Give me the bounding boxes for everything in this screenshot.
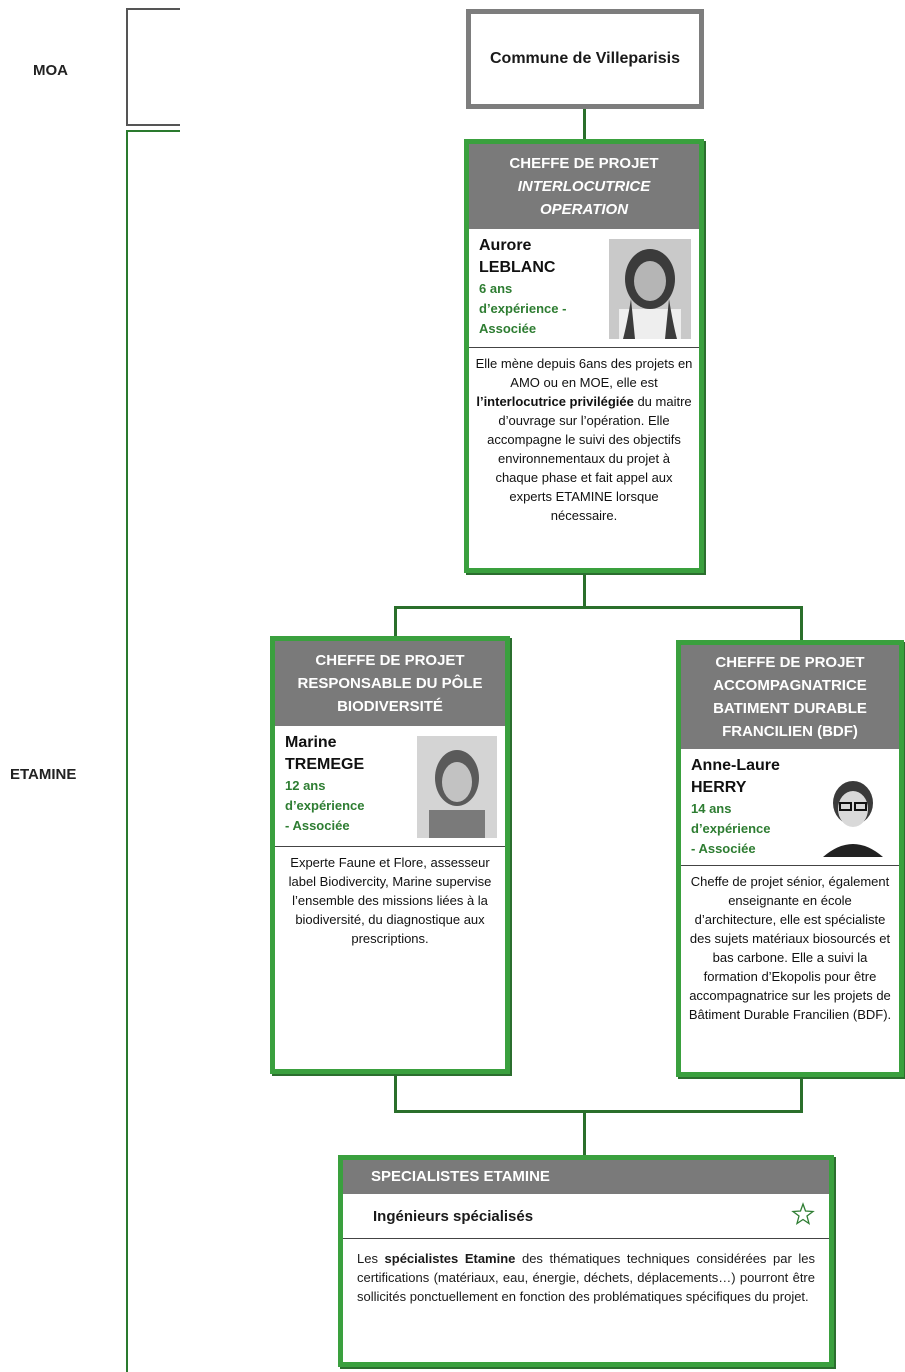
moa-title: Commune de Villeparisis — [490, 50, 680, 67]
card-left-role-3: BIODIVERSITÉ — [337, 698, 443, 715]
card-top-role-2: INTERLOCUTRICE — [517, 178, 651, 195]
card-left-description: Experte Faune et Flore, assesseur label … — [288, 855, 492, 946]
connector-moa-top — [583, 109, 586, 141]
card-top-exp-2: d’expérience - — [479, 301, 567, 316]
card-left-lastname: TREMEGE — [285, 756, 365, 773]
card-right-exp-3: - Associée — [691, 841, 756, 856]
card-left-person: Marine TREMEGE 12 ans d’expérience - Ass… — [275, 726, 505, 847]
card-top-role-3: OPERATION — [539, 201, 629, 218]
moa-bracket — [126, 8, 180, 126]
specialists-description: Les spécialistes Etamine des thématiques… — [343, 1239, 829, 1314]
card-right-portrait — [815, 771, 891, 857]
card-right-role-1: CHEFFE DE PROJET — [715, 654, 865, 671]
moa-label: MOA — [33, 62, 68, 79]
card-right-role-2: ACCOMPAGNATRICE — [713, 677, 867, 694]
specialists-desc-a: Les — [357, 1251, 385, 1266]
etamine-star-icon — [791, 1202, 815, 1230]
card-top-person: Aurore LEBLANC 6 ans d’expérience - Asso… — [469, 229, 699, 348]
specialists-desc-bold: spécialistes Etamine — [384, 1251, 516, 1266]
card-top-exp-3: Associée — [479, 321, 537, 336]
connector-horizontal-upper — [394, 606, 802, 609]
card-right-exp-2: d’expérience — [691, 821, 771, 836]
connector-specialists — [583, 1112, 586, 1156]
specialists-subtitle: Ingénieurs spécialisés — [373, 1207, 534, 1225]
connector-right-up — [800, 1076, 803, 1112]
card-top: CHEFFE DE PROJET INTERLOCUTRICE OPERATIO… — [464, 139, 704, 573]
card-right-role-4: FRANCILIEN (BDF) — [722, 723, 858, 740]
card-left-exp-2: d’expérience — [285, 798, 365, 813]
card-right-description: Cheffe de projet sénior, également ensei… — [688, 874, 892, 1022]
etamine-label: ETAMINE — [10, 766, 77, 783]
card-right-person: Anne-Laure HERRY 14 ans d’expérience - A… — [681, 749, 899, 866]
card-top-desc-c: du maitre d’ouvrage sur l’opération. Ell… — [487, 394, 692, 523]
card-left-firstname: Marine — [285, 734, 337, 751]
card-left-role-1: CHEFFE DE PROJET — [315, 652, 465, 669]
card-right-role-3: BATIMENT DURABLE — [713, 700, 867, 717]
card-left-portrait — [417, 736, 497, 838]
connector-horizontal-lower — [394, 1110, 803, 1113]
card-left: CHEFFE DE PROJET RESPONSABLE DU PÔLE BIO… — [270, 636, 510, 1074]
card-right-lastname: HERRY — [691, 779, 747, 796]
card-top-header: CHEFFE DE PROJET INTERLOCUTRICE OPERATIO… — [469, 144, 699, 229]
connector-right-down — [800, 606, 803, 642]
card-top-desc-bold: l’interlocutrice privilégiée — [476, 394, 634, 409]
card-top-exp-1: 6 ans — [479, 281, 513, 296]
card-top-description: Elle mène depuis 6ans des projets en AMO… — [469, 348, 699, 531]
card-left-exp-3: - Associée — [285, 818, 350, 833]
specialists-desc-c: des thématiques techniques considérées p… — [357, 1251, 815, 1304]
card-left-header: CHEFFE DE PROJET RESPONSABLE DU PÔLE BIO… — [275, 641, 505, 726]
specialists-subtitle-row: Ingénieurs spécialisés — [343, 1194, 829, 1239]
card-top-desc-a: Elle mène depuis 6ans des projets en AMO… — [475, 356, 693, 390]
card-top-role: CHEFFE DE PROJET — [509, 155, 659, 172]
specialists-header: SPECIALISTES ETAMINE — [343, 1160, 829, 1194]
card-right: CHEFFE DE PROJET ACCOMPAGNATRICE BATIMEN… — [676, 640, 904, 1077]
connector-left-up — [394, 1074, 397, 1112]
card-top-lastname: LEBLANC — [479, 259, 556, 276]
card-right-exp-1: 14 ans — [691, 801, 732, 816]
moa-box: Commune de Villeparisis — [466, 9, 704, 109]
card-left-role-2: RESPONSABLE DU PÔLE — [297, 675, 483, 692]
etamine-bracket — [126, 130, 180, 1372]
card-right-header: CHEFFE DE PROJET ACCOMPAGNATRICE BATIMEN… — [681, 645, 899, 749]
connector-left-down — [394, 606, 397, 638]
card-top-firstname: Aurore — [479, 237, 532, 254]
card-left-exp-1: 12 ans — [285, 778, 326, 793]
connector-top-split — [583, 572, 586, 608]
card-top-portrait — [609, 239, 691, 339]
card-right-firstname: Anne-Laure — [691, 757, 780, 774]
card-specialists: SPECIALISTES ETAMINE Ingénieurs spéciali… — [338, 1155, 834, 1367]
